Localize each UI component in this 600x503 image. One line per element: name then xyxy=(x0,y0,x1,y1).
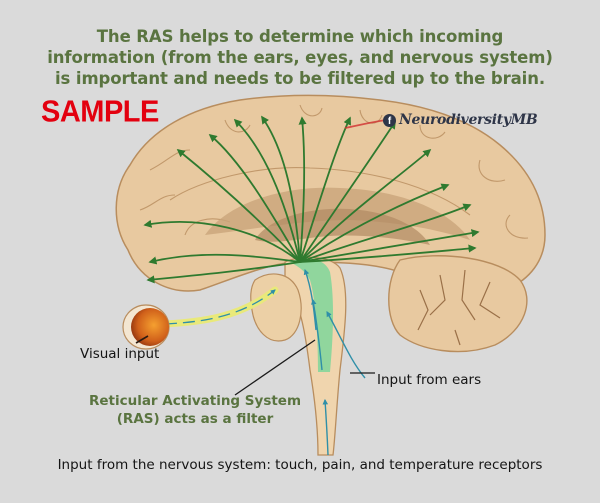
ras-label-line: Reticular Activating System xyxy=(88,393,302,409)
ras-region xyxy=(290,258,334,372)
nervous-input-label: Input from the nervous system: touch, pa… xyxy=(57,457,543,473)
diagram-title: The RAS helps to determine which incomin… xyxy=(0,26,600,89)
facebook-icon: f xyxy=(383,113,396,127)
title-line: The RAS helps to determine which incomin… xyxy=(96,27,504,46)
ras-label-line: (RAS) acts as a filter xyxy=(116,411,274,427)
visual-input-label: Visual input xyxy=(80,346,160,362)
cerebellum xyxy=(388,255,528,353)
title-line: is important and needs to be filtered up… xyxy=(54,69,546,88)
ears-input-label: Input from ears xyxy=(377,372,482,388)
credit-text: NeurodiversityMB xyxy=(399,112,538,128)
title-line: information (from the ears, eyes, and ne… xyxy=(47,48,553,67)
credit: f NeurodiversityMB xyxy=(383,112,538,128)
eye-icon xyxy=(131,308,169,346)
ras-leader-line xyxy=(234,339,316,396)
sample-watermark: SAMPLE xyxy=(41,95,159,129)
ras-label: Reticular Activating System (RAS) acts a… xyxy=(0,392,390,428)
